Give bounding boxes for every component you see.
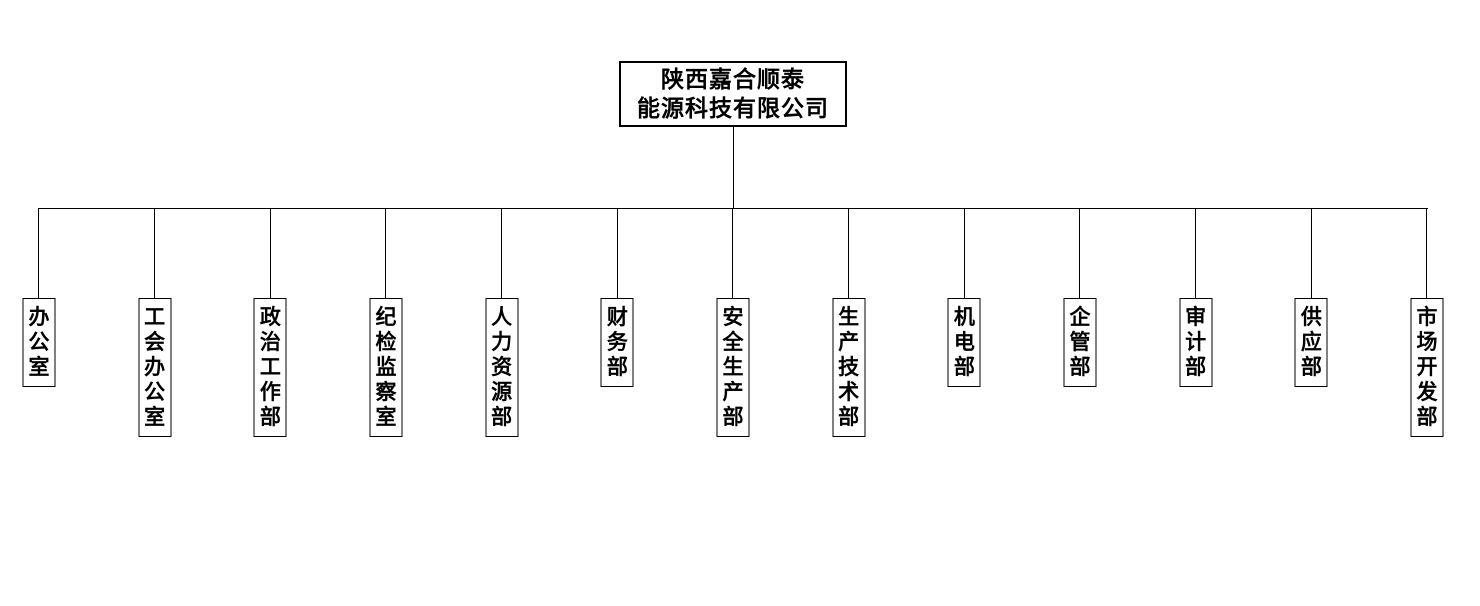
department-box: 财务部 <box>600 298 634 387</box>
department-box: 纪检监察室 <box>369 298 403 437</box>
connector-root-drop <box>733 127 734 208</box>
department-label: 企管部 <box>1069 305 1091 379</box>
connector-branch-drop <box>1426 208 1428 298</box>
department-label: 财务部 <box>606 305 628 379</box>
department-box: 生产技术部 <box>832 298 866 437</box>
department-label: 审计部 <box>1185 305 1207 379</box>
department-label: 供应部 <box>1300 305 1322 379</box>
department-box: 机电部 <box>947 298 981 387</box>
department-label: 机电部 <box>953 305 975 379</box>
connector-branch-drop <box>616 208 618 298</box>
department-label: 纪检监察室 <box>375 305 397 429</box>
root-company-name-line1: 陕西嘉合顺泰 <box>661 67 805 92</box>
connector-branch-drop <box>1079 208 1081 298</box>
department-box: 供应部 <box>1294 298 1328 387</box>
connector-branch-drop <box>847 208 849 298</box>
department-box: 安全生产部 <box>716 298 750 437</box>
department-box: 政治工作部 <box>253 298 287 437</box>
root-company-box: 陕西嘉合顺泰 能源科技有限公司 <box>619 61 847 127</box>
department-label: 安全生产部 <box>722 305 744 429</box>
root-company-name-line2: 能源科技有限公司 <box>637 96 829 121</box>
department-label: 工会办公室 <box>144 305 166 429</box>
connector-trunk <box>39 208 1428 209</box>
department-box: 办公室 <box>22 298 56 387</box>
connector-branch-drop <box>1310 208 1312 298</box>
department-label: 人力资源部 <box>491 305 513 429</box>
department-label: 政治工作部 <box>259 305 281 429</box>
connector-branch-drop <box>963 208 965 298</box>
connector-branch-drop <box>1194 208 1196 298</box>
department-box: 企管部 <box>1063 298 1097 387</box>
connector-branch-drop <box>38 208 40 298</box>
connector-branch-drop <box>385 208 387 298</box>
department-label: 市场开发部 <box>1416 305 1438 429</box>
department-label: 办公室 <box>28 305 50 379</box>
connector-branch-drop <box>269 208 271 298</box>
department-box: 工会办公室 <box>138 298 172 437</box>
department-box: 人力资源部 <box>485 298 519 437</box>
department-box: 市场开发部 <box>1410 298 1444 437</box>
connector-branch-drop <box>500 208 502 298</box>
connector-branch-drop <box>732 208 734 298</box>
department-box: 审计部 <box>1179 298 1213 387</box>
connector-branch-drop <box>153 208 155 298</box>
department-label: 生产技术部 <box>838 305 860 429</box>
